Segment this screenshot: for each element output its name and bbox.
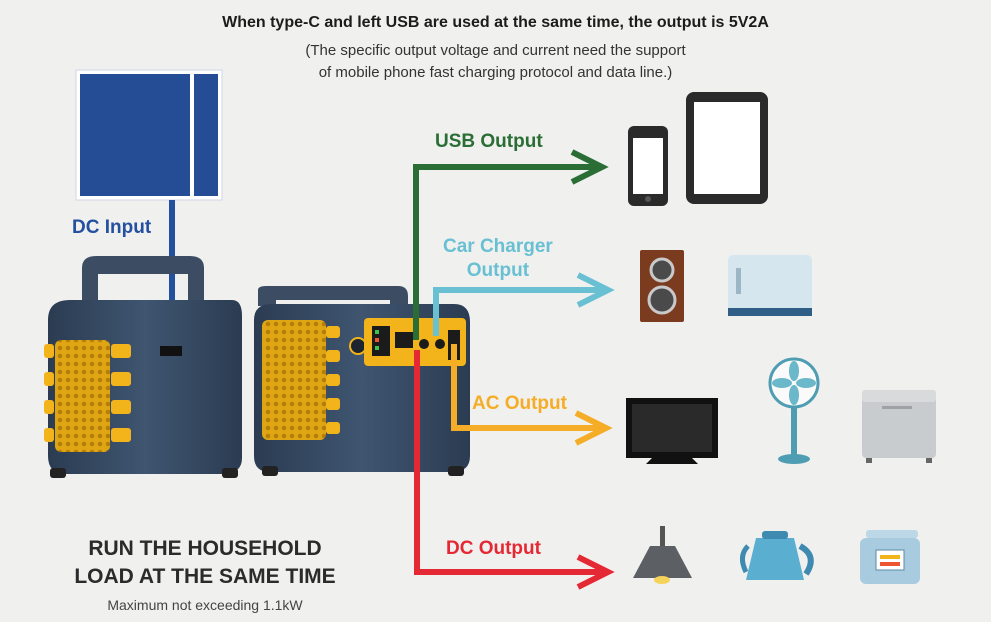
label-dc-input: DC Input [72,217,152,238]
car-fridge-icon [728,255,812,316]
label-ac-output: AC Output [472,393,567,414]
fan-icon [768,357,820,464]
car-charger-output-arrow [433,272,615,336]
header-note-line1: (The specific output voltage and current… [305,42,686,59]
footer-subtext: Maximum not exceeding 1.1kW [107,597,303,613]
tablet-icon [686,92,768,204]
ac-output-arrow [451,344,613,446]
power-station-left-icon [44,256,242,478]
footer-line2: LOAD AT THE SAME TIME [74,565,336,588]
solar-panel-icon [75,69,223,201]
footer-caption: RUN THE HOUSEHOLD LOAD AT THE SAME TIME … [40,535,370,613]
header-note: (The specific output voltage and current… [0,40,991,84]
header-note-line2: of mobile phone fast charging protocol a… [318,64,673,81]
speaker-icon [640,250,684,322]
label-usb-output: USB Output [435,131,543,152]
label-car-charger-output: Car Charger Output [443,235,553,283]
header-title: When type-C and left USB are used at the… [222,14,769,31]
rice-cooker-icon [860,530,920,584]
footer-line1: RUN THE HOUSEHOLD [88,537,322,560]
label-car-charger-line2: Output [466,260,530,281]
dc-output-arrow [414,350,615,590]
kettle-icon [740,531,814,580]
usb-output-arrow [413,149,609,340]
tv-icon [626,398,718,464]
label-car-charger-line1: Car Charger [443,236,553,257]
phone-icon [628,126,668,206]
lamp-icon [633,526,692,584]
chest-freezer-icon [862,390,936,463]
label-dc-output: DC Output [446,538,541,559]
